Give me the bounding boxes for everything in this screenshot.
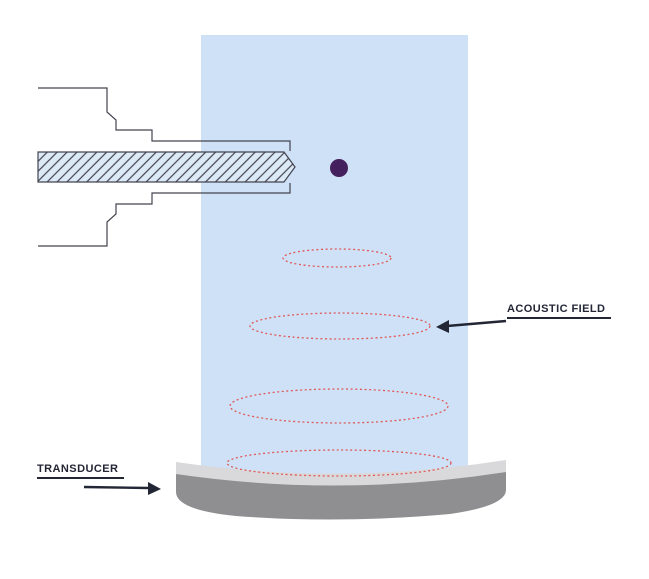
droplet [330, 159, 348, 177]
pressure-node-1 [282, 248, 392, 268]
transducer-rim [176, 460, 506, 486]
needle-hatched [37, 151, 296, 183]
pressure-node-3 [229, 388, 449, 424]
transducer-arrow-head [148, 482, 161, 495]
acoustic-field-label: ACOUSTIC FIELD [507, 303, 612, 319]
transducer-body [176, 471, 506, 520]
pressure-node-2 [249, 312, 431, 340]
transducer-label: TRANSDUCER [37, 463, 125, 479]
acoustic-field-arrow-line [446, 319, 507, 328]
transducer-arrow-line [83, 485, 150, 490]
nozzle-outline-top [38, 87, 291, 151]
acoustic-field-arrow-head [436, 320, 449, 333]
fluid-column [201, 35, 468, 478]
pressure-node-4 [226, 449, 452, 477]
nozzle-outline-bottom [38, 183, 291, 247]
